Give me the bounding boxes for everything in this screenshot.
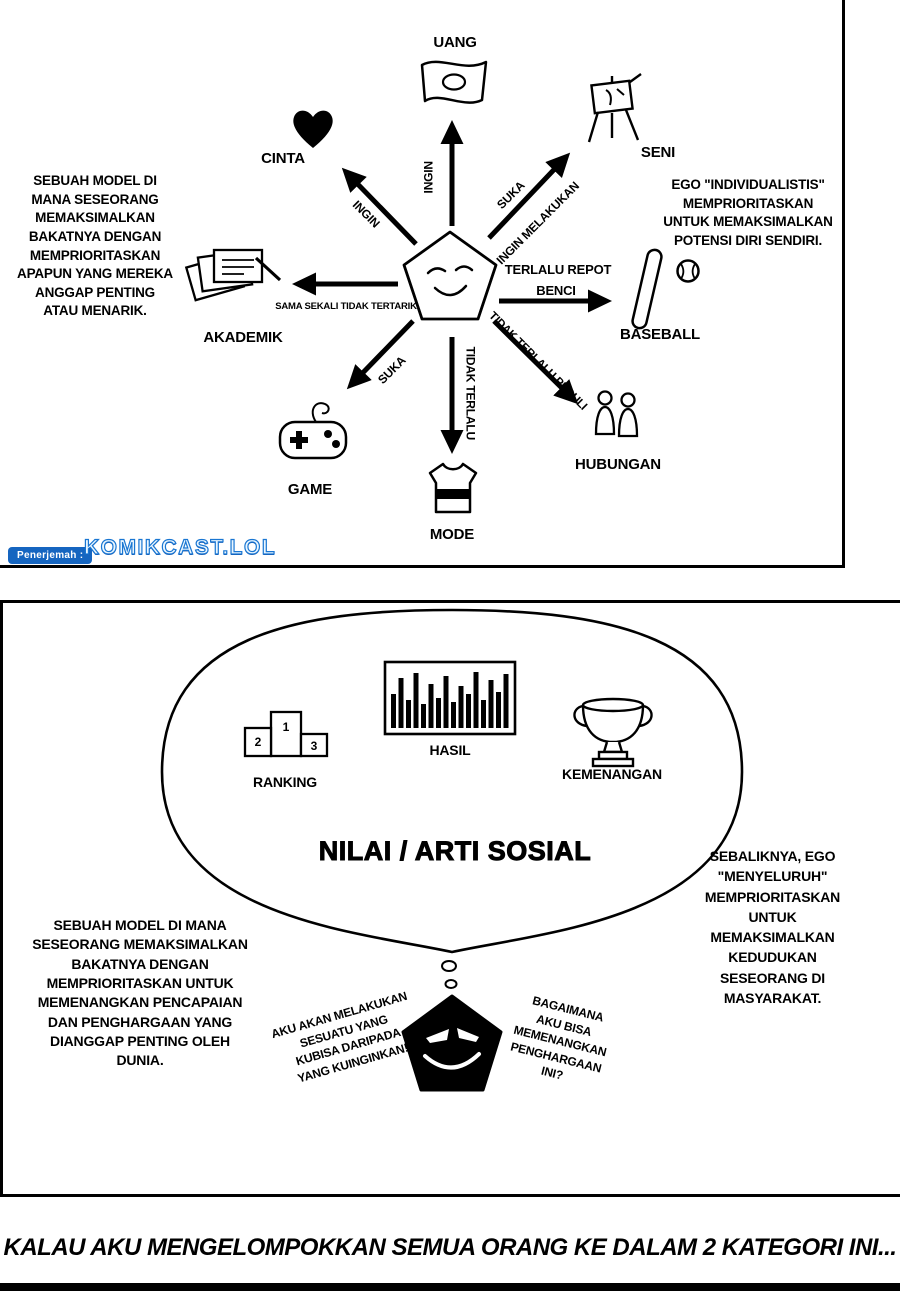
arrow-label-tidak-tertarik: SAMA SEKALI TIDAK TERTARIK — [275, 301, 417, 312]
panel2-left-paragraph: SEBUAH MODEL DI MANA SESEORANG MEMAKSIMA… — [32, 917, 248, 1069]
label-mode: MODE — [429, 526, 475, 543]
podium-number-3: 3 — [311, 739, 318, 753]
arrow-game — [346, 319, 415, 390]
translator-badge: Penerjemah : — [8, 545, 93, 564]
heart-icon — [293, 110, 333, 148]
podium-number-2: 2 — [255, 735, 262, 749]
label-kemenangan: KEMENANGAN — [562, 766, 662, 782]
pentagon-character-icon — [402, 230, 498, 321]
game-controller-icon — [278, 402, 348, 460]
trophy-icon — [573, 697, 653, 768]
ranking-podium-icon: 1 2 3 — [243, 710, 329, 758]
panel2-right-paragraph: SEBALIKNYA, EGO "MENYELURUH" MEMPRIORITA… — [704, 848, 841, 1007]
thought-dot-large — [441, 960, 457, 972]
thought-dot-small — [444, 979, 458, 989]
panel1-right-paragraph: EGO "INDIVIDUALISTIS" MEMPRIORITASKAN UN… — [663, 177, 833, 248]
arrow-label-ingin-uang: INGIN — [421, 161, 436, 194]
pentagon-character-dark-icon — [401, 994, 503, 1092]
thought-bubble — [160, 608, 744, 954]
bottom-black-bar — [0, 1283, 900, 1291]
results-bar-chart-icon — [383, 660, 517, 736]
label-ranking: RANKING — [253, 774, 317, 790]
label-uang: UANG — [433, 34, 477, 51]
arrow-label-terlalu-repot: TERLALU REPOT — [504, 262, 612, 277]
panel1-left-paragraph: SEBUAH MODEL DI MANA SESEORANG MEMAKSIMA… — [17, 173, 173, 319]
translator-badge-label: Penerjemah : — [8, 547, 93, 564]
watermark-site: KOMIKCAST.LOL — [83, 535, 277, 559]
panel-2-diagram: 1 2 3 — [160, 608, 744, 1092]
label-hubungan: HUBUNGAN — [575, 456, 661, 473]
label-seni: SENI — [640, 144, 676, 161]
money-flag-icon — [420, 60, 488, 104]
art-easel-icon — [587, 73, 642, 143]
panel-2-frame — [0, 600, 900, 1197]
arrow-cinta — [341, 167, 418, 246]
books-papers-icon — [184, 248, 282, 302]
two-people-icon — [594, 390, 639, 438]
label-akademik: AKADEMIK — [203, 329, 283, 346]
arrow-label-benci: BENCI — [536, 283, 576, 298]
baseball-bat-ball-icon — [631, 248, 700, 330]
label-hasil: HASIL — [429, 742, 471, 758]
panel-1-diagram — [184, 60, 700, 514]
arrow-label-tidak-terlalu: TIDAK TERLALU — [463, 346, 478, 440]
bubble-title: NILAI / ARTI SOSIAL — [318, 835, 592, 866]
tshirt-icon — [428, 462, 478, 514]
podium-number-1: 1 — [283, 720, 290, 734]
label-game: GAME — [287, 481, 333, 498]
label-cinta: CINTA — [261, 150, 305, 167]
bottom-caption: KALAU AKU MENGELOMPOKKAN SEMUA ORANG KE … — [3, 1234, 897, 1261]
arrow-hubungan — [492, 319, 579, 405]
arrow-seni — [487, 152, 571, 240]
label-baseball: BASEBALL — [619, 326, 701, 343]
panel-1-frame — [0, 0, 845, 568]
